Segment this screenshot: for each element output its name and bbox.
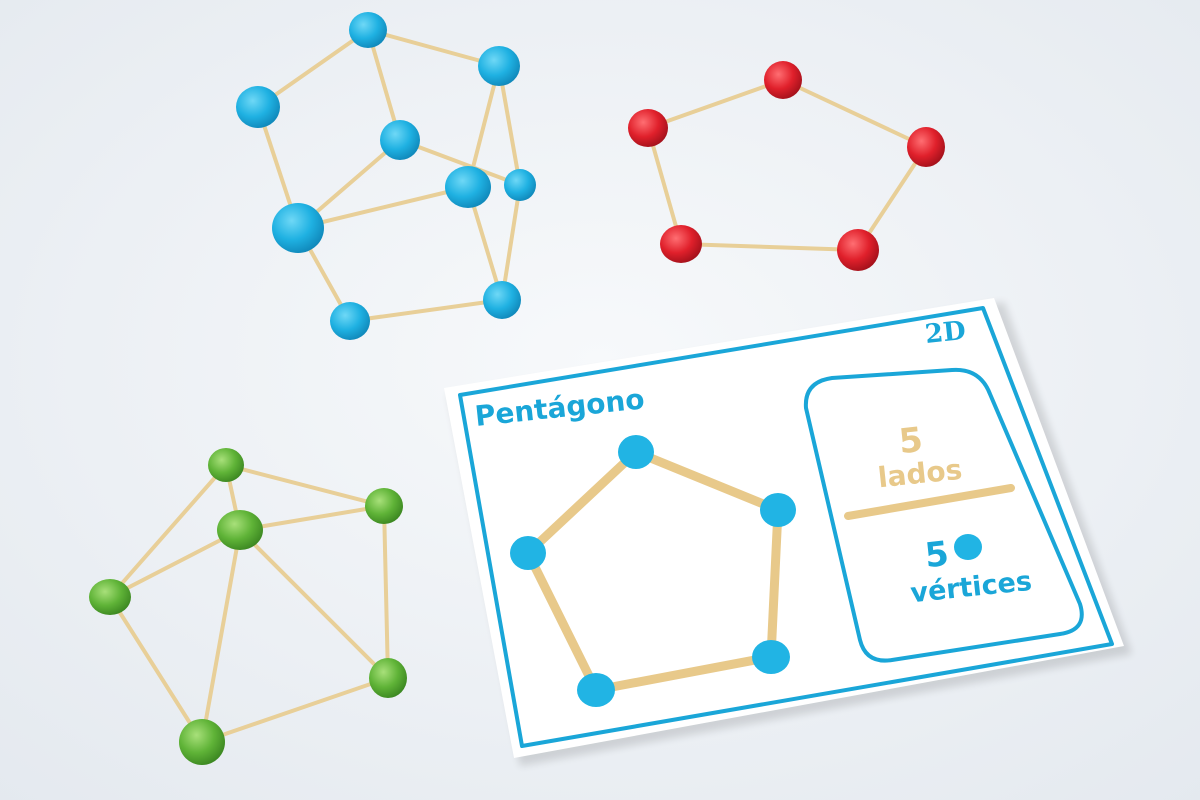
vertex-dot xyxy=(577,673,615,707)
green-clay-balls xyxy=(89,448,407,765)
green-pyramid-model xyxy=(108,463,390,744)
vertex-dot xyxy=(760,493,796,527)
vertex-dot-icon xyxy=(954,534,982,560)
card-paper xyxy=(444,298,1124,758)
pentagon-card: Pentágono 2D 5 lados xyxy=(444,298,1132,766)
blue-cube-model xyxy=(256,28,522,323)
red-clay-balls xyxy=(628,61,945,271)
red-pentagon-model xyxy=(646,78,928,252)
blue-clay-balls xyxy=(236,12,536,340)
card-pentagon-drawing xyxy=(510,435,796,707)
card-border xyxy=(458,306,1114,748)
vertex-dot xyxy=(510,536,546,570)
vertex-dot xyxy=(752,640,790,674)
card-2d-tag: 2D xyxy=(924,316,968,350)
fraction-bar xyxy=(844,484,1015,520)
vertices-count: 5 xyxy=(923,534,951,576)
vertex-dot xyxy=(618,435,654,469)
sides-count: 5 xyxy=(897,420,925,462)
